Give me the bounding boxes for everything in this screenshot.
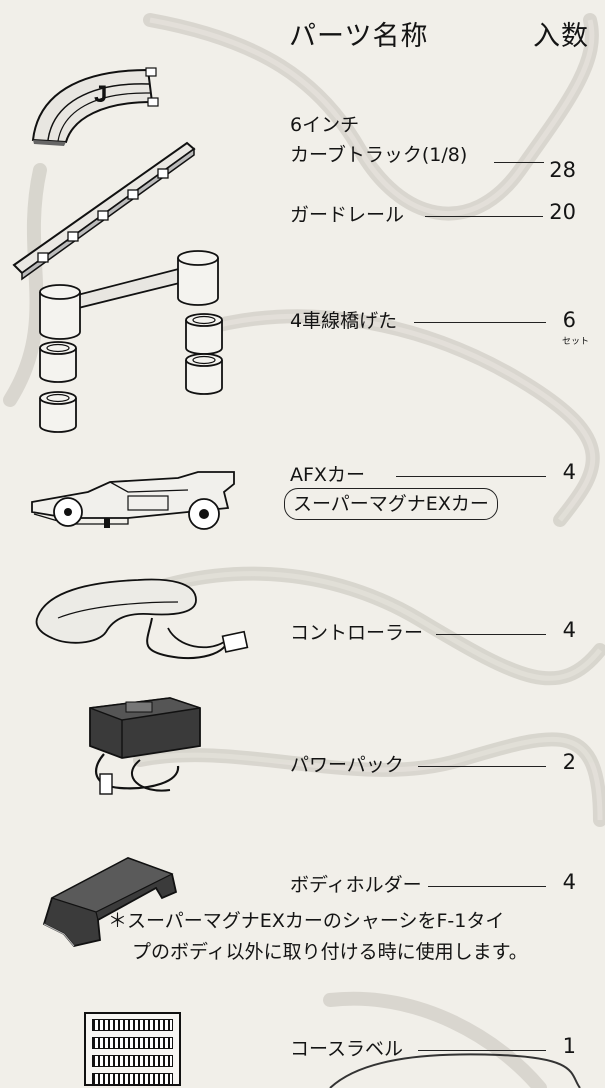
- leader-line: [425, 216, 543, 217]
- curve-track-icon: J: [31, 67, 159, 146]
- guard-rail-icon: [12, 141, 196, 281]
- leader-line: [396, 476, 546, 477]
- leader-line: [418, 766, 546, 767]
- note-line1: ＊スーパーマグナEXカーのシャーシをF-1タイ: [108, 910, 505, 932]
- leader-line: [418, 1050, 546, 1051]
- note-line2: プのボディ以外に取り付ける時に使用します。: [132, 941, 528, 963]
- part-name-controller: コントローラー: [290, 622, 424, 644]
- part-name-body-holder: ボディホルダー: [290, 874, 422, 896]
- part-name-curve-track-line2: カーブトラック(1/8): [290, 144, 468, 166]
- bridge-girder-icon: [39, 250, 223, 433]
- part-qty-afx-car: 4: [562, 460, 576, 484]
- leader-line: [494, 162, 544, 163]
- part-name-power-pack: パワーパック: [290, 754, 404, 776]
- afx-car-icon: [31, 471, 235, 530]
- part-qty-power-pack: 2: [562, 750, 576, 774]
- part-qty-bridge-girder: 6: [562, 308, 576, 332]
- column-header-quantity: 入数: [533, 21, 589, 52]
- label-strip: [92, 1019, 173, 1031]
- course-label-icon: [84, 1012, 181, 1086]
- part-name-guard-rail: ガードレール: [290, 204, 405, 226]
- label-strip: [92, 1055, 173, 1067]
- part-name-afx-car-line1: AFXカー: [290, 464, 365, 486]
- part-qty-body-holder: 4: [562, 870, 576, 894]
- body-holder-icon: [42, 857, 178, 948]
- track-piece-letter: J: [94, 81, 107, 108]
- part-name-afx-car-line2: スーパーマグナEXカー: [284, 488, 498, 520]
- part-qty-course-label: 1: [562, 1034, 576, 1058]
- label-strip: [92, 1073, 173, 1085]
- part-name-bridge-girder: 4車線橋げた: [290, 310, 398, 332]
- column-header-parts-name: パーツ名称: [289, 21, 429, 52]
- power-pack-icon: [89, 697, 201, 795]
- label-strip: [92, 1037, 173, 1049]
- controller-icon: [35, 578, 249, 659]
- part-unit-bridge-girder: セット: [562, 337, 590, 347]
- part-qty-controller: 4: [562, 618, 576, 642]
- leader-line: [414, 322, 546, 323]
- part-qty-guard-rail: 20: [549, 200, 576, 224]
- part-name-course-label: コースラベル: [290, 1038, 404, 1060]
- leader-line: [436, 634, 546, 635]
- part-qty-curve-track: 28: [549, 158, 576, 182]
- leader-line: [428, 886, 546, 887]
- part-name-curve-track-line1: 6インチ: [290, 114, 360, 136]
